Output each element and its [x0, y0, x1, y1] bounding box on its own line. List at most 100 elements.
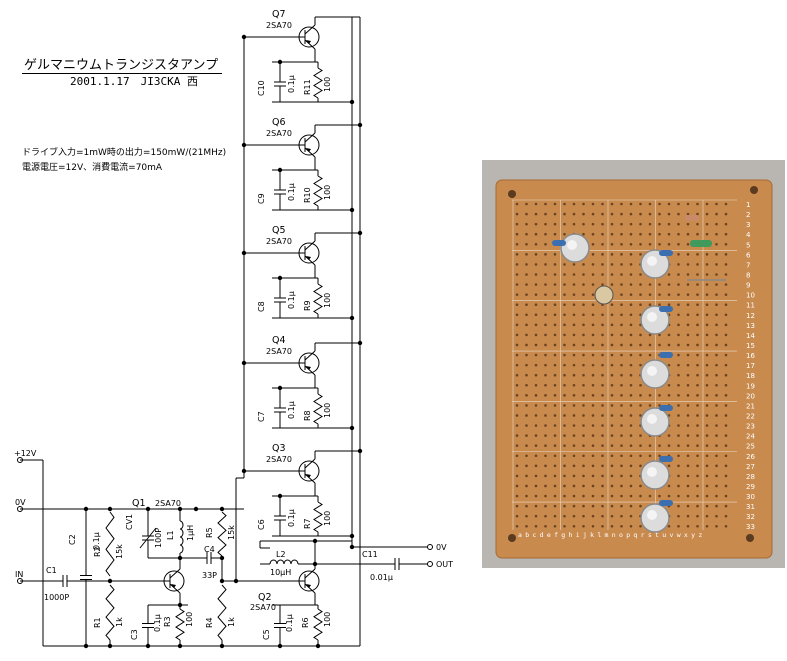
pad-hole — [582, 383, 585, 387]
pad-hole — [534, 273, 538, 276]
pad-hole — [544, 253, 547, 256]
pad-hole — [601, 263, 604, 266]
inductor-coil — [179, 520, 184, 554]
power-note: 電源電圧=12V、消費電流=70mA — [22, 163, 163, 173]
pad-hole — [705, 474, 709, 478]
pad-hole — [534, 323, 538, 327]
c3-value-label: 0.1μ — [153, 614, 162, 632]
pad-hole — [639, 494, 642, 498]
pad-hole — [629, 373, 633, 377]
pad-hole — [553, 313, 557, 317]
column-labels: abcdefghijklmnopqrstuvwxyz — [518, 531, 706, 539]
pad-hole — [715, 232, 718, 236]
capacitor-c6 — [274, 500, 286, 536]
pad-hole — [582, 434, 585, 437]
row-label: 5 — [746, 241, 750, 249]
pad-hole — [591, 293, 595, 296]
pad-hole — [686, 242, 690, 246]
pad-hole — [715, 373, 718, 377]
pad-hole — [677, 212, 680, 216]
junction-dot — [349, 544, 355, 550]
transistor-q1 — [160, 563, 185, 599]
pad-hole — [515, 514, 519, 518]
pad-hole — [667, 444, 671, 447]
junction-dot — [349, 425, 355, 431]
pad-hole — [677, 434, 680, 437]
pad-hole — [629, 494, 633, 498]
pad-hole — [591, 394, 595, 397]
pad-hole — [601, 333, 604, 337]
row-label: 31 — [746, 503, 755, 511]
res-value-label: 100 — [323, 77, 332, 92]
pad-hole — [667, 273, 671, 276]
pad-hole — [724, 363, 728, 367]
pad-hole — [620, 202, 623, 206]
pad-hole — [677, 504, 680, 508]
pad-hole — [677, 242, 680, 246]
pad-hole — [601, 504, 604, 508]
pad-hole — [610, 424, 614, 427]
pad-hole — [610, 444, 614, 447]
pad-hole — [610, 202, 614, 206]
resistor-r1 — [105, 584, 115, 641]
terminal-0v-right-label: 0V — [436, 543, 447, 552]
pad-hole — [715, 222, 718, 226]
pad-hole — [658, 283, 661, 286]
pad-hole — [553, 212, 557, 216]
pad-hole — [601, 494, 604, 498]
pad-hole — [563, 404, 566, 407]
c4-value-label: 33P — [202, 571, 217, 580]
pad-hole — [629, 383, 633, 387]
pad-hole — [639, 414, 642, 417]
pad-hole — [534, 383, 538, 387]
row-label: 15 — [746, 342, 755, 350]
pad-hole — [667, 434, 671, 437]
pad-hole — [515, 303, 519, 306]
pad-hole — [705, 444, 709, 447]
res-name-label: R10 — [303, 187, 312, 203]
r3-name-label: R3 — [163, 616, 172, 627]
pad-hole — [686, 524, 690, 528]
pad-hole — [677, 414, 680, 417]
res-value-label: 100 — [323, 185, 332, 200]
pad-hole — [563, 514, 566, 518]
junction-dot — [241, 142, 247, 148]
row-label: 26 — [746, 453, 755, 461]
pad-hole — [544, 333, 547, 337]
pad-hole — [563, 293, 566, 296]
pad-hole — [591, 313, 595, 317]
pad-hole — [525, 313, 528, 317]
pad-hole — [591, 323, 595, 327]
pad-hole — [724, 494, 728, 498]
capacitor-c7 — [274, 392, 286, 428]
pad-hole — [677, 273, 680, 276]
pad-hole — [677, 283, 680, 286]
pad-hole — [534, 283, 538, 286]
res-value-label: 100 — [323, 511, 332, 526]
pad-hole — [591, 222, 595, 226]
transistor-label: Q7 — [272, 9, 286, 20]
inductor-l2 — [269, 559, 299, 565]
pad-hole — [686, 394, 690, 397]
pad-hole — [696, 283, 699, 286]
pad-hole — [610, 524, 614, 528]
pad-hole — [724, 212, 728, 216]
junction-dot — [83, 643, 89, 649]
pad-hole — [639, 242, 642, 246]
pad-hole — [620, 293, 623, 296]
pad-hole — [620, 313, 623, 317]
mounting-hole — [746, 534, 754, 542]
pad-hole — [715, 514, 718, 518]
pad-hole — [601, 414, 604, 417]
drive-note: ドライブ入力=1mW時の出力=150mW/(21MHz) — [22, 148, 227, 158]
pad-hole — [667, 484, 671, 488]
pad-hole — [610, 484, 614, 488]
transistor-highlight — [567, 240, 577, 250]
pad-hole — [715, 404, 718, 407]
pad-hole — [525, 454, 528, 458]
pad-hole — [515, 484, 519, 488]
pad-hole — [553, 232, 557, 236]
transistor-collector-lead — [169, 568, 181, 579]
pad-hole — [563, 494, 566, 498]
